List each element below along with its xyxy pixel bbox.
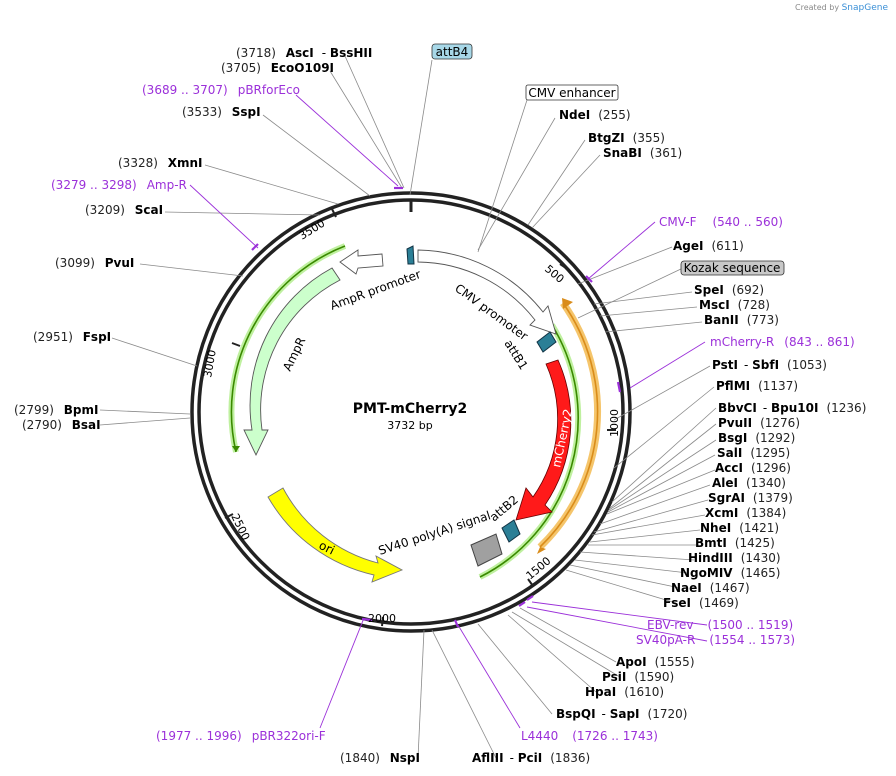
enzyme-hindiii: HindIII(1430)	[688, 551, 781, 565]
snapgene-credit: Created by SnapGene	[795, 3, 888, 13]
label-attB1: attB1	[501, 337, 530, 372]
enzyme-ecoo109i: (3705) EcoO109I	[221, 61, 334, 75]
svg-text:CMV enhancer: CMV enhancer	[528, 86, 615, 100]
primer-leaders	[189, 94, 708, 729]
kozak-box: Kozak sequence	[680, 260, 785, 276]
primer-labels: (3689 .. 3707)pBRforEco (3279 .. 3298)Am…	[51, 83, 855, 743]
leader-lines	[99, 55, 717, 759]
credit-prefix: Created by	[795, 3, 840, 12]
enzyme-nspi: (1840) NspI	[340, 751, 420, 765]
enzyme-asci: (3718) AscI- BssHII	[236, 46, 372, 60]
enzyme-sali: SalI(1295)	[717, 446, 790, 460]
svg-text:attB4: attB4	[436, 45, 469, 59]
enzyme-ndei: NdeI(255)	[559, 108, 631, 122]
enzyme-bsai: (2790) BsaI	[22, 418, 101, 432]
primer-marks	[251, 186, 622, 628]
enzyme-btgzi: BtgZI(355)	[588, 131, 665, 145]
label-ampr-promoter: AmpR promoter	[328, 267, 422, 313]
enzyme-scai: (3209) ScaI	[85, 203, 163, 217]
ori-arrow	[267, 487, 404, 583]
enzyme-msci: MscI(728)	[699, 298, 770, 312]
tick-2000: 2000	[368, 612, 396, 625]
enzyme-nhei: NheI(1421)	[700, 521, 779, 535]
enzyme-labels-right: NdeI(255) BtgZI(355) SnaBI(361) AgeI(611…	[340, 108, 866, 765]
enzyme-agei: AgeI(611)	[673, 239, 744, 253]
primer-pbrforeco: (3689 .. 3707)pBRforEco	[142, 83, 300, 97]
enzyme-sgrai: SgrAI(1379)	[708, 491, 793, 505]
plasmid-name: PMT-mCherry2	[353, 401, 468, 417]
primer-amp-r: (3279 .. 3298)Amp-R	[51, 178, 187, 192]
enzyme-bsgi: BsgI(1292)	[718, 431, 795, 445]
enzyme-hpai: HpaI(1610)	[585, 685, 664, 699]
enzyme-pvuii: PvuII(1276)	[718, 416, 800, 430]
enzyme-spei: SpeI(692)	[694, 283, 764, 297]
tick-1000: 1000	[608, 409, 621, 437]
primer-ebv-rev: EBV-rev(1500 .. 1519)	[647, 618, 793, 632]
primer-mcherry-r: mCherry-R(843 .. 861)	[710, 335, 855, 349]
tick-3000: 3000	[201, 349, 219, 379]
enzyme-pvui: (3099) PvuI	[55, 256, 134, 270]
attB4-box: attB4	[431, 43, 473, 60]
enzyme-alei: AleI(1340)	[712, 476, 786, 490]
enzyme-naei: NaeI(1467)	[671, 581, 750, 595]
enzyme-bbvci: BbvCI- Bpu10I(1236)	[718, 401, 866, 415]
enzyme-ngomiv: NgoMIV(1465)	[680, 566, 780, 580]
orf-arcs	[228, 243, 601, 580]
svg-text:Kozak sequence: Kozak sequence	[684, 261, 781, 275]
enzyme-apoi: ApoI(1555)	[616, 655, 695, 669]
enzyme-afliii: AflIII- PciI(1836)	[472, 751, 590, 765]
enzyme-fspi: (2951) FspI	[33, 330, 111, 344]
enzyme-xmni: (3328) XmnI	[118, 156, 203, 170]
enzyme-labels-left: (3718) AscI- BssHII (3705) EcoO109I (353…	[14, 46, 372, 432]
label-ampr: AmpR	[280, 335, 308, 373]
plasmid-size: 3732 bp	[387, 419, 432, 432]
mcherry2-arrow	[515, 359, 572, 521]
enzyme-psii: PsiI(1590)	[602, 670, 674, 684]
enzyme-snabi: SnaBI(361)	[603, 146, 682, 160]
primer-cmv-f: CMV-F(540 .. 560)	[659, 215, 783, 229]
sv40-box	[470, 533, 503, 567]
enzyme-pflmi: PflMI(1137)	[716, 379, 798, 393]
enzyme-xcmi: XcmI(1384)	[705, 506, 786, 520]
ruler-ticks	[224, 200, 616, 627]
enzyme-banii: BanII(773)	[704, 313, 779, 327]
primer-l4440: L4440(1726 .. 1743)	[521, 729, 658, 743]
label-ori: ori	[317, 538, 337, 557]
attB2-mark	[501, 519, 521, 543]
enzyme-fsei: FseI(1469)	[663, 596, 739, 610]
enzyme-bspqi: BspQI- SapI(1720)	[556, 707, 687, 721]
enzyme-sspi: (3533) SspI	[182, 105, 261, 119]
ampr-promoter-arrow	[339, 249, 384, 275]
attB1-mark	[536, 331, 557, 353]
snapgene-logo: SnapGene	[841, 3, 888, 13]
primer-sv40pa-r: SV40pA-R(1554 .. 1573)	[636, 633, 795, 647]
cmv-enhancer-box: CMV enhancer	[525, 84, 619, 101]
ampr-arrow	[243, 267, 341, 457]
enzyme-psti: PstI- SbfI(1053)	[712, 358, 827, 372]
enzyme-bmti: BmtI(1425)	[695, 536, 775, 550]
attB4-mark	[406, 245, 415, 265]
enzyme-acci: AccI(1296)	[715, 461, 791, 475]
cmv-promoter-arrow	[417, 249, 557, 335]
enzyme-bpmi: (2799) BpmI	[14, 403, 98, 417]
tick-1500: 1500	[524, 554, 554, 582]
primer-pbr322ori-f: (1977 .. 1996)pBR322ori-F	[156, 729, 326, 743]
